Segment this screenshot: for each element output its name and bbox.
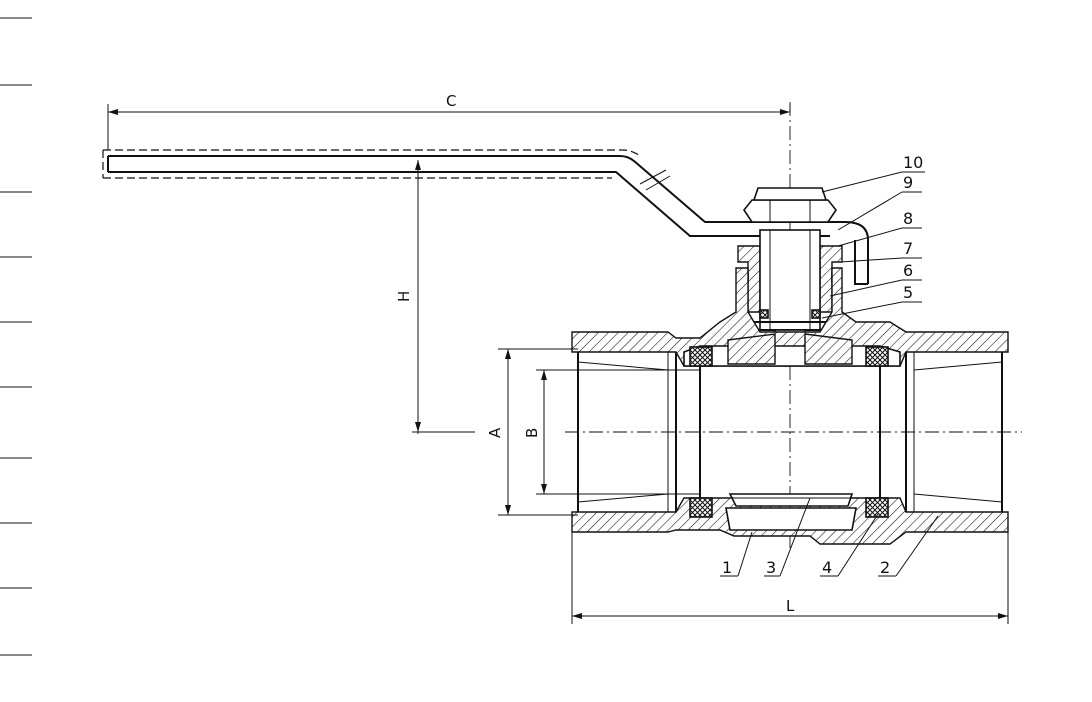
dimension-a: A [486,348,578,516]
callout-6: 6 [903,261,913,280]
valve-bore [577,352,1003,512]
dimension-b-label: B [523,428,541,438]
dimension-c: C [107,92,791,150]
dimension-b: B [523,369,700,495]
dimension-a-label: A [486,427,504,438]
callout-3: 3 [766,558,776,577]
callout-9: 9 [903,173,913,192]
stem-nut [743,187,837,223]
callout-5: 5 [903,283,913,302]
valve-body-lower [571,493,1009,545]
dimension-l: L [571,532,1009,624]
dimension-l-label: L [786,597,795,615]
callout-7: 7 [903,239,913,258]
callout-8: 8 [903,209,913,228]
seat-seals [689,346,889,518]
callout-2: 2 [880,558,890,577]
callout-1: 1 [722,558,732,577]
dimension-h: H [395,160,475,433]
callouts-lower: 1 3 4 2 [720,497,939,577]
margin-ticks [0,17,32,656]
callouts-upper: 10 9 8 7 6 5 [821,153,925,319]
valve-body-upper [571,267,1009,367]
dimension-h-label: H [395,291,413,302]
callout-10: 10 [903,153,923,172]
dimension-c-label: C [446,92,456,110]
callout-4: 4 [822,558,832,577]
